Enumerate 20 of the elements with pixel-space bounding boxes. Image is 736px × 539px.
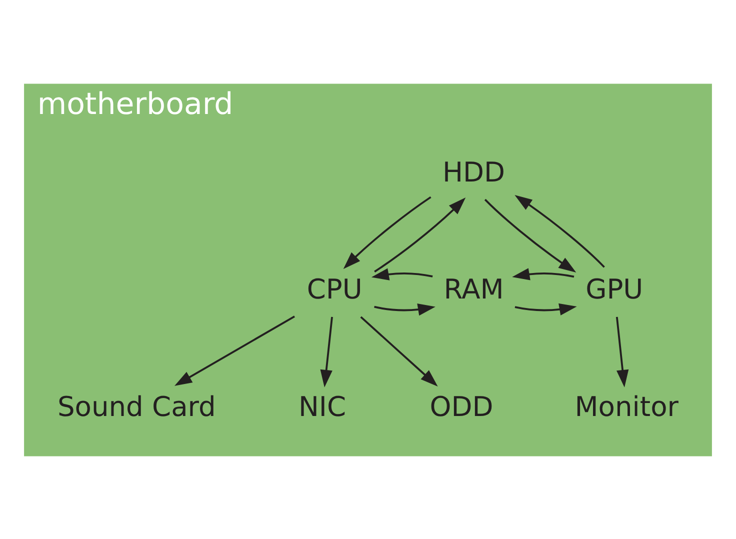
arrow xyxy=(374,197,466,272)
arrow xyxy=(514,194,605,268)
node-text: HDD xyxy=(442,156,506,188)
node-text: CPU xyxy=(306,274,362,306)
arrow xyxy=(512,268,574,280)
arrow xyxy=(174,315,295,386)
arrow xyxy=(616,316,629,387)
node-text: NIC xyxy=(298,392,346,423)
arrow xyxy=(360,316,438,386)
node-text: Sound Card xyxy=(57,392,216,423)
node-text: RAM xyxy=(444,274,504,306)
node-text: GPU xyxy=(586,274,644,306)
arrow xyxy=(514,302,577,315)
arrow xyxy=(374,303,436,316)
node-text: ODD xyxy=(430,392,494,423)
arrow xyxy=(343,196,432,268)
arrow xyxy=(320,316,333,387)
arrow xyxy=(371,268,433,280)
node-text: Monitor xyxy=(574,392,678,423)
arrow xyxy=(484,198,576,272)
